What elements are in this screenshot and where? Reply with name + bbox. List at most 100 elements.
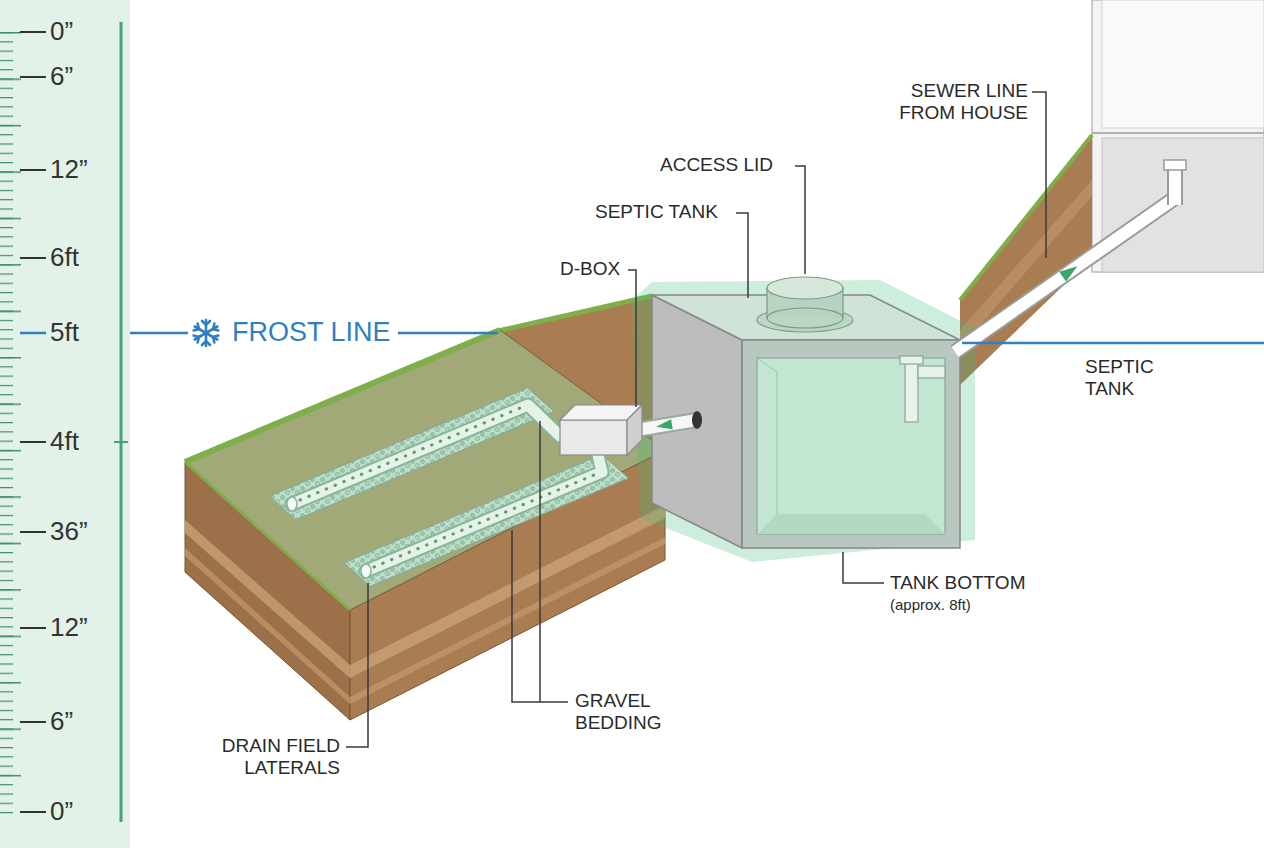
drain-field-lateral	[361, 564, 371, 578]
soil-bank	[498, 296, 652, 331]
drain-field-lateral	[366, 455, 602, 571]
depth-ruler	[20, 31, 46, 33]
depth-ruler	[20, 531, 46, 533]
distribution-box	[560, 420, 627, 455]
drain-field-lateral	[292, 405, 560, 504]
depth-ruler	[20, 811, 46, 813]
sewer-pipe	[1167, 168, 1183, 205]
depth-ruler	[114, 441, 128, 443]
access-lid	[767, 277, 843, 299]
tank-level-line	[962, 342, 1264, 345]
leader-line	[346, 92, 1046, 747]
leader-line	[843, 552, 884, 583]
snowflake-icon	[194, 324, 199, 331]
ruler-mark: 6ft	[50, 243, 79, 273]
ruler-mark: 12”	[50, 613, 88, 643]
level-label: SEPTIC TANK	[1085, 356, 1180, 400]
house-wall	[1102, 138, 1264, 272]
leader-line	[736, 213, 748, 298]
inlet-tee	[918, 366, 945, 378]
access-lid	[842, 288, 843, 318]
gravel-bedding	[344, 455, 629, 587]
frost-line-label: FROST LINE	[232, 317, 391, 348]
leader-line	[346, 583, 368, 747]
drain-field-lateral	[292, 405, 560, 504]
dimension-note: (approx. 8ft)	[890, 596, 971, 613]
depth-ruler	[20, 169, 46, 171]
drain-field-block	[185, 330, 665, 610]
callout-label: D-BOX	[560, 258, 620, 280]
depth-ruler	[0, 30, 22, 816]
ruler-mark: 12”	[50, 155, 88, 185]
callout-label: SEWER LINE FROM HOUSE	[888, 80, 1028, 124]
access-lid	[766, 288, 767, 318]
snowflake-icon	[202, 321, 210, 325]
sewer-pipe	[955, 198, 1175, 352]
ruler-mark: 6”	[50, 707, 73, 737]
septic-tank	[742, 340, 960, 548]
sewer-pipe	[955, 198, 1175, 352]
access-lid	[767, 308, 843, 328]
depth-ruler	[20, 257, 46, 259]
drain-field-lateral	[287, 405, 602, 578]
callout-label: DRAIN FIELD LATERALS	[205, 735, 340, 779]
sewer-trench-soil	[960, 135, 1092, 385]
distribution-box	[560, 405, 642, 455]
callout-label: SEPTIC TANK	[595, 201, 718, 223]
sewer-trench-soil	[960, 135, 1092, 385]
snowflake-icon	[213, 324, 218, 331]
septic-tank	[652, 295, 960, 548]
distribution-box	[627, 405, 642, 455]
snowflake-icon	[194, 336, 199, 343]
depth-ruler	[20, 332, 46, 335]
snowflake-icon	[202, 341, 210, 345]
house-wall	[1102, 0, 1264, 128]
sewer-pipe	[955, 160, 1186, 352]
snowflake-icon	[213, 336, 218, 343]
frost-line	[398, 332, 498, 335]
sewer-pipe	[1059, 261, 1081, 281]
drain-field-lateral	[374, 475, 594, 567]
depth-ruler	[20, 441, 46, 443]
ruler-mark: 5ft	[50, 318, 79, 348]
callout-label: ACCESS LID	[660, 154, 773, 176]
depth-ruler	[20, 76, 46, 78]
tank-level-line	[962, 343, 1264, 344]
inlet-tee	[905, 360, 918, 422]
callout-label: TANK BOTTOM	[890, 572, 1025, 594]
leader-line	[628, 270, 636, 407]
drain-field-lateral	[300, 408, 520, 500]
ruler-mark: 36”	[50, 517, 88, 547]
drain-field-lateral	[287, 497, 297, 511]
inlet-tee	[900, 356, 923, 364]
depth-ruler	[0, 0, 130, 848]
outlet-pipe	[655, 419, 672, 431]
drain-field-lateral	[366, 455, 602, 571]
sewer-pipe	[1164, 160, 1186, 170]
ruler-mark: 0”	[50, 797, 73, 827]
snowflake-icon	[194, 320, 219, 346]
drain-field-block	[185, 330, 665, 720]
depth-ruler	[20, 627, 46, 629]
leader-line	[795, 166, 805, 274]
sewer-pipe	[1169, 168, 1181, 205]
ruler-mark: 4ft	[50, 427, 79, 457]
depth-ruler	[20, 32, 46, 812]
outlet-pipe	[692, 411, 702, 429]
ruler-mark: 6”	[50, 62, 73, 92]
leader-line	[539, 421, 541, 702]
leader-line	[1032, 92, 1046, 258]
house-wall	[1092, 132, 1264, 134]
depth-ruler	[0, 0, 130, 848]
ruler-mark: 0”	[50, 17, 73, 47]
septic-tank	[742, 340, 960, 548]
drain-field-block	[185, 330, 665, 610]
depth-ruler	[120, 22, 123, 822]
callout-label: GRAVEL BEDDING	[575, 690, 687, 734]
frost-line	[130, 332, 188, 335]
depth-ruler	[20, 721, 46, 723]
inlet-tee	[900, 356, 945, 422]
access-lid	[757, 277, 853, 332]
